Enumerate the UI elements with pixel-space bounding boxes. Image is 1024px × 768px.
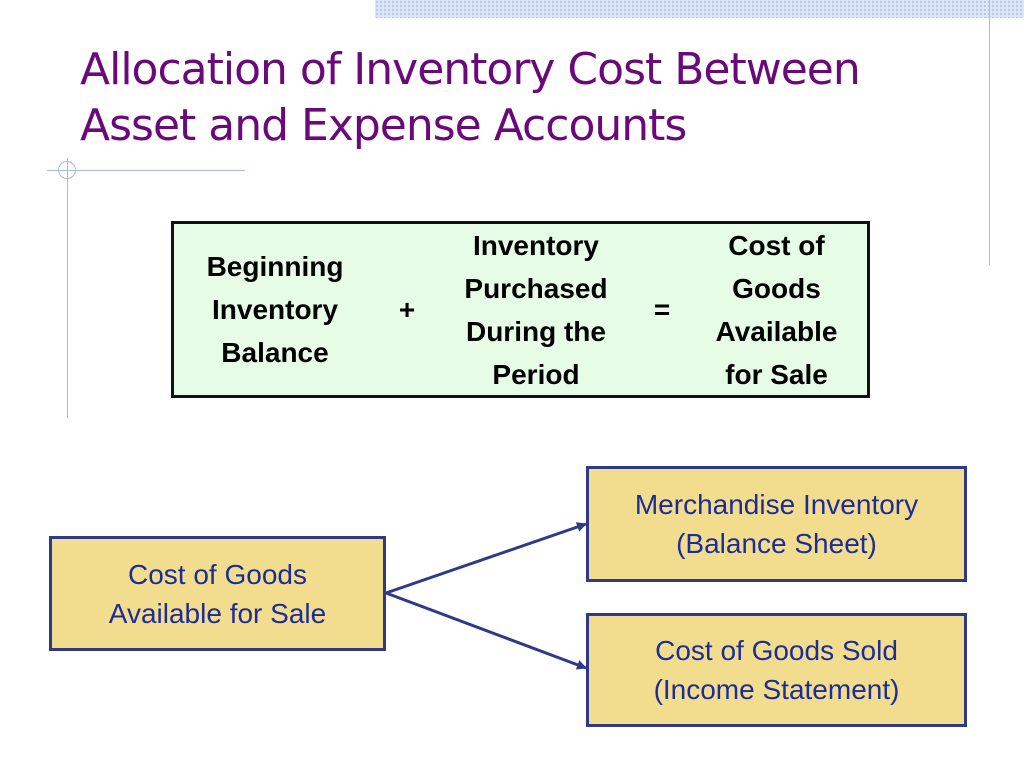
- equation-text: During the: [465, 315, 606, 347]
- target-box-cost-of-goods-sold: Cost of Goods Sold (Income Statement): [586, 613, 967, 727]
- flow-text: Cost of Goods: [128, 558, 307, 590]
- source-box-goods-available: Cost of Goods Available for Sale: [49, 536, 386, 651]
- slide-title: Allocation of Inventory Cost Between Ass…: [80, 42, 980, 154]
- decorative-line: [67, 158, 68, 418]
- equals-operator: =: [653, 294, 671, 325]
- arrow-to-merchandise-inventory: [385, 522, 587, 595]
- decorative-circle: [58, 161, 76, 179]
- flow-text: Cost of Goods Sold: [655, 635, 898, 666]
- flow-text: Merchandise Inventory: [634, 489, 919, 520]
- equation-text: Cost of: [728, 229, 825, 261]
- flow-text: (Balance Sheet): [676, 528, 877, 559]
- equation-text: Beginning: [206, 251, 344, 282]
- decorative-line: [47, 170, 245, 171]
- equation-text: Purchased: [464, 272, 608, 304]
- flow-text: Available for Sale: [108, 597, 327, 629]
- equation-text: Inventory: [211, 294, 339, 325]
- equation-text: Available: [715, 315, 838, 347]
- flow-text: (Income Statement): [653, 674, 900, 705]
- equation-text: for Sale: [725, 358, 828, 390]
- equation-term-goods-available: Cost of Goods Available for Sale: [689, 224, 864, 395]
- title-line: Allocation of Inventory Cost Between: [80, 44, 861, 95]
- title-line: Asset and Expense Accounts: [80, 100, 687, 151]
- equation-term-inventory-purchased: Inventory Purchased During the Period: [436, 224, 636, 395]
- equation-text: Goods: [732, 272, 821, 304]
- equation-text: Period: [492, 358, 580, 390]
- plus-operator: +: [398, 294, 416, 325]
- decorative-dotted-band: [375, 0, 1024, 18]
- arrow-to-cost-of-goods-sold: [385, 591, 587, 670]
- target-box-merchandise-inventory: Merchandise Inventory (Balance Sheet): [586, 466, 967, 582]
- equation-term-beginning-inventory: Beginning Inventory Balance: [180, 224, 370, 395]
- equation-text: Inventory: [472, 229, 599, 261]
- decorative-line: [989, 0, 990, 265]
- inventory-equation: Beginning Inventory Balance + Inventory …: [171, 221, 870, 398]
- equation-text: Balance: [221, 337, 329, 368]
